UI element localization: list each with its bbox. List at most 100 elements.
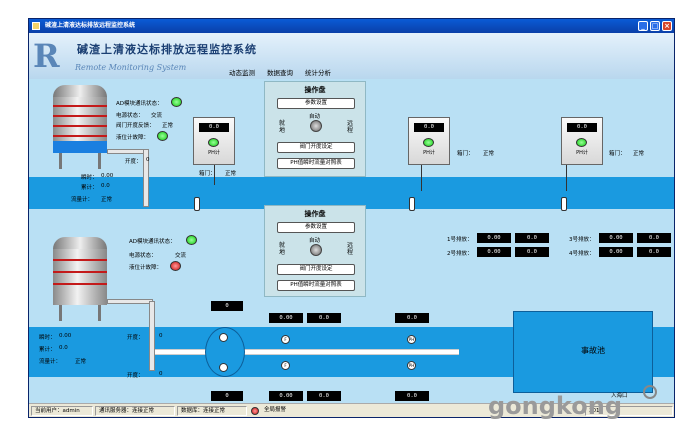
panel-bottom-mode-knob[interactable]	[310, 244, 322, 256]
lower-power-value: 交流	[175, 253, 187, 259]
panel-bottom-right-label: 远程	[347, 242, 354, 256]
cable-1	[214, 165, 215, 185]
panel-top-flow-button[interactable]: PH值瞬时流量对照表	[277, 158, 355, 169]
cable-3	[566, 165, 567, 191]
sensor-1-icon	[194, 197, 200, 211]
status-alarm[interactable]: 全局报警	[264, 407, 287, 413]
ph-controller-1-screen: 0.0	[199, 123, 229, 132]
menu-statistics[interactable]: 统计分析	[305, 69, 331, 77]
lower-opening1-label: 开度：	[127, 335, 144, 341]
outlet-2-value-2: 0.0	[515, 247, 549, 257]
panel-top-right-label: 远程	[347, 120, 354, 134]
reading-top-3: 0.0	[395, 313, 429, 323]
lower-level-indicator	[170, 261, 181, 271]
panel-top-mode-knob[interactable]	[310, 120, 322, 132]
panel-top-valve-button[interactable]: 阀门开度设定	[277, 142, 355, 153]
panel-bottom-param-button[interactable]: 参数设置	[277, 222, 355, 233]
upper-valve-value: 正常	[162, 123, 174, 129]
inlet-label: 入海口	[611, 393, 628, 399]
lower-instant-label: 瞬时：	[39, 335, 56, 341]
outlet-2-label: 2号排放：	[447, 251, 473, 257]
ph-meter-top-icon: PH	[407, 335, 416, 344]
header-banner: R 碱渣上清液达标排放远程监控系统 Remote Monitoring Syst…	[29, 33, 674, 79]
upper-ad-label: AD模块通讯状态：	[116, 101, 163, 107]
ph-controller-2-indicator	[423, 138, 434, 147]
upper-total-value: 0.0	[101, 183, 110, 189]
app-icon	[32, 22, 40, 30]
alarm-indicator	[251, 407, 259, 415]
status-datetime: 2011	[585, 406, 673, 416]
title-bar: 碱渣上清液达标排放远程监控系统 _ □ ×	[29, 19, 674, 33]
system-subtitle: Remote Monitoring System	[75, 63, 187, 72]
accident-pool-label: 事故池	[581, 346, 605, 355]
sensor-2-icon	[409, 197, 415, 211]
ph-controller-2-label: PH计	[423, 150, 435, 156]
lower-ad-label: AD模块通讯状态：	[129, 239, 176, 245]
ph-controller-3-status-value: 正常	[633, 151, 645, 157]
lower-instant-value: 0.00	[59, 333, 72, 339]
ph-controller-3[interactable]: 0.0 PH计	[561, 117, 603, 165]
app-window: 碱渣上清液达标排放远程监控系统 _ □ × R 碱渣上清液达标排放远程监控系统 …	[28, 18, 675, 418]
lower-ad-indicator	[186, 235, 197, 245]
upper-power-value: 交流	[151, 113, 163, 119]
ph-controller-3-label: PH计	[576, 150, 588, 156]
outlet-4-label: 4号排放：	[569, 251, 595, 257]
inner-pipe	[149, 349, 459, 355]
box-bottom-value: 0	[211, 391, 243, 401]
status-user: 当前用户：admin	[31, 406, 93, 416]
ph-controller-2-status-value: 正常	[483, 151, 495, 157]
inlet-icon	[643, 385, 657, 399]
panel-top-title: 操作盘	[304, 86, 326, 94]
lower-pipe-v	[149, 301, 155, 371]
valve-bottom-icon[interactable]	[219, 363, 228, 372]
monitoring-canvas: AD模块通讯状态： 电源状态： 交流 阀门开度反馈： 正常 液位计故障： 开度：…	[29, 79, 674, 403]
ph-meter-bottom-icon: PH	[407, 361, 416, 370]
ph-controller-3-indicator	[576, 138, 587, 147]
minimize-icon[interactable]: _	[638, 21, 648, 31]
lower-tank	[53, 237, 107, 321]
outlet-4-value-1: 0.00	[599, 247, 633, 257]
menu-data-query[interactable]: 数据查询	[267, 69, 293, 77]
upper-opening-label: 开度：	[125, 159, 142, 165]
panel-bottom-title: 操作盘	[304, 210, 326, 218]
lower-opening2-value: 0	[159, 371, 163, 377]
panel-bottom-auto-label: 自动	[309, 238, 321, 244]
upper-power-label: 电源状态：	[116, 113, 144, 119]
ph-controller-1[interactable]: 0.0 PH计	[193, 117, 235, 165]
system-name: 碱渣上清液达标排放远程监控系统	[77, 43, 257, 56]
panel-bottom-valve-button[interactable]: 阀门开度设定	[277, 264, 355, 275]
outlet-4-value-2: 0.0	[637, 247, 671, 257]
panel-top-param-button[interactable]: 参数设置	[277, 98, 355, 109]
panel-bottom-left-label: 就地	[279, 242, 286, 256]
cable-2	[421, 165, 422, 191]
close-icon[interactable]: ×	[662, 21, 672, 31]
lower-total-value: 0.0	[59, 345, 68, 351]
ph-controller-2[interactable]: 0.0 PH计	[408, 117, 450, 165]
lower-opening1-value: 0	[159, 333, 163, 339]
upper-flow-label: 流量计：	[71, 197, 94, 203]
ph-controller-3-status-label: 箱门：	[609, 151, 626, 157]
operation-panel-bottom: 操作盘 参数设置 就地 自动 远程 阀门开度设定 PH值瞬时流量对照表	[264, 205, 366, 297]
outlet-1-label: 1号排放：	[447, 237, 473, 243]
panel-top-left-label: 就地	[279, 120, 286, 134]
ph-controller-3-screen: 0.0	[567, 123, 597, 132]
status-server: 通讯服务器：连接正常	[95, 406, 175, 416]
upper-ad-indicator	[171, 97, 182, 107]
valve-top-icon[interactable]	[219, 333, 228, 342]
maximize-icon[interactable]: □	[650, 21, 660, 31]
ph-controller-1-status-label: 箱门：	[199, 171, 216, 177]
outlet-3-label: 3号排放：	[569, 237, 595, 243]
panel-bottom-flow-button[interactable]: PH值瞬时流量对照表	[277, 280, 355, 291]
menu-dynamic-monitoring[interactable]: 动态监测	[229, 69, 255, 77]
watermark: gongkong	[488, 392, 623, 420]
upper-flow-value: 正常	[101, 197, 113, 203]
upper-tank	[53, 85, 107, 169]
lower-flow-value: 正常	[75, 359, 87, 365]
flowmeter-top-icon: F	[281, 335, 290, 344]
ph-controller-1-status-value: 正常	[225, 171, 237, 177]
lower-power-label: 电源状态：	[129, 253, 157, 259]
lower-total-label: 累计：	[39, 347, 56, 353]
reading-top-1: 0.00	[269, 313, 303, 323]
sensor-3-icon	[561, 197, 567, 211]
box-top-value: 0	[211, 301, 243, 311]
